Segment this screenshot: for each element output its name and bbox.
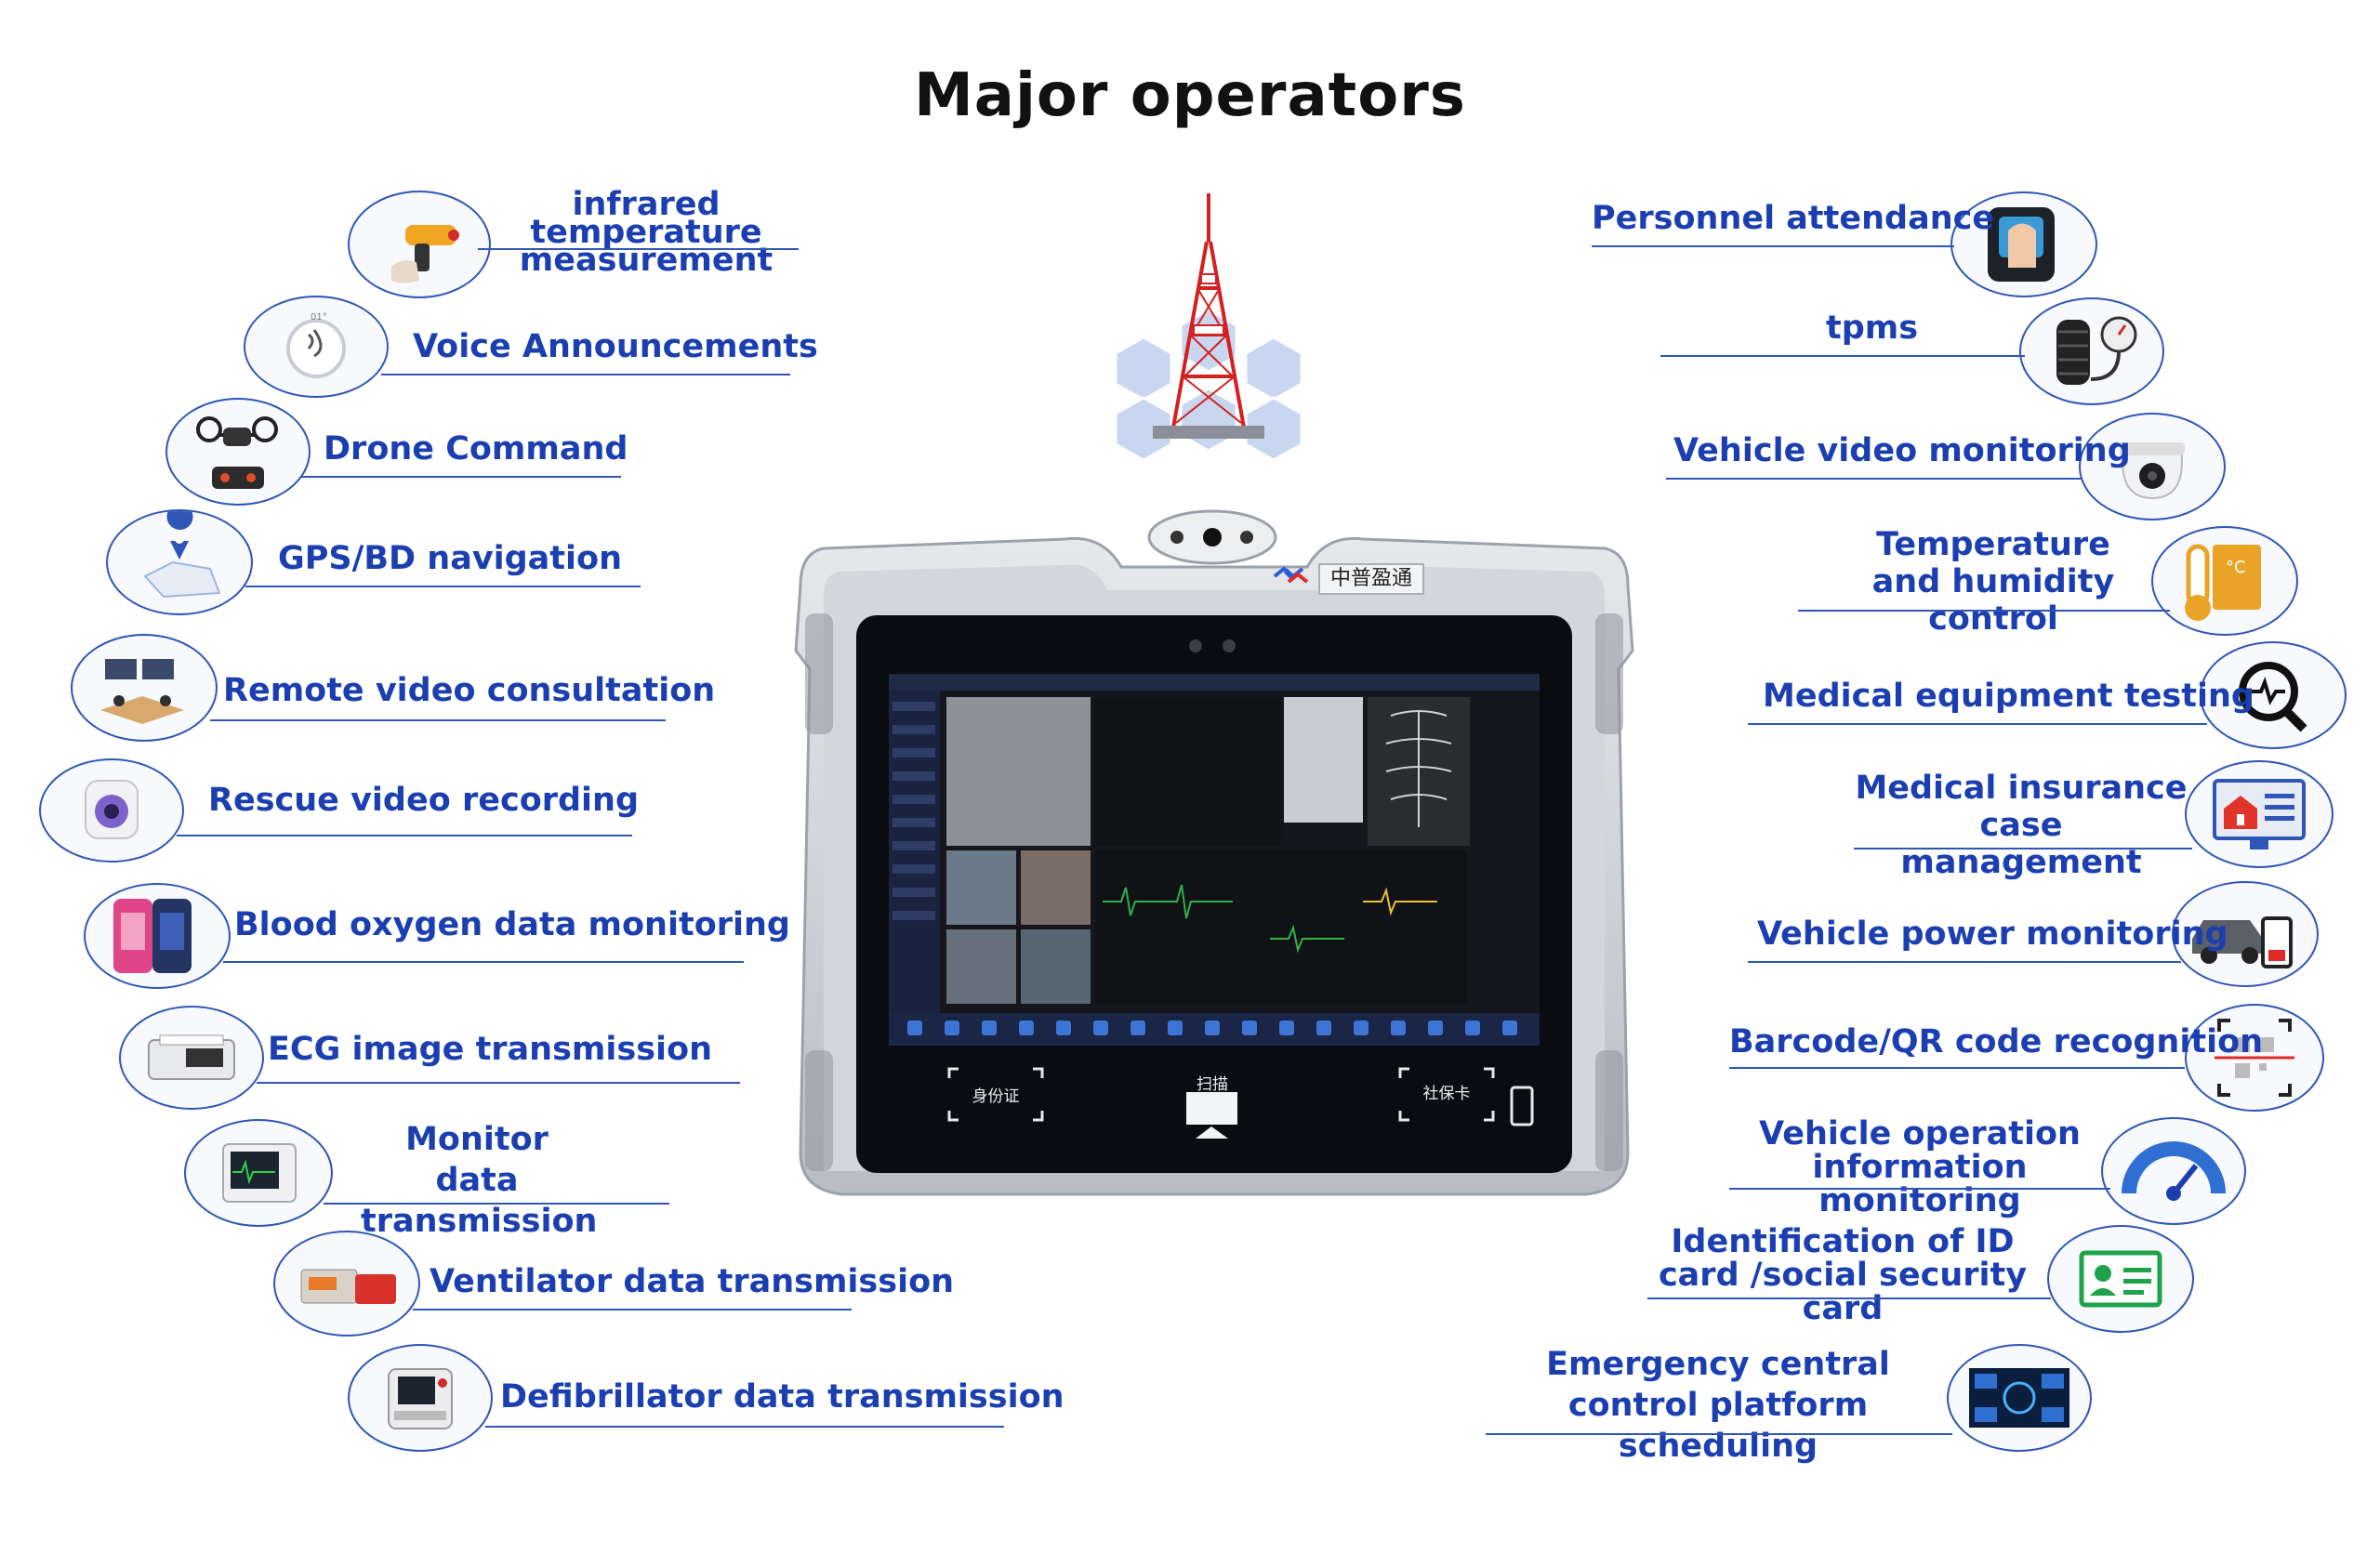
qr-scan-icon [2185, 1004, 2324, 1112]
feature-underline [1666, 478, 2081, 480]
ecg-machine-icon [119, 1006, 264, 1110]
feature-label: ECG image transmission [268, 1031, 713, 1068]
feature-underline [1798, 610, 2170, 612]
feature-label: Vehicle video monitoring [1673, 432, 2131, 469]
feature-underline [210, 719, 666, 721]
feature-label: Drone Command [324, 430, 628, 468]
fingerprint-scanner-icon [1950, 191, 2097, 297]
feature-label: infrared temperature measurement [519, 186, 774, 279]
dashboard-screen-icon [1947, 1344, 2092, 1452]
feature-underline [300, 476, 621, 478]
brand-name: 中普盈通 [1318, 563, 1424, 595]
tire-pressure-icon [2019, 297, 2164, 405]
feature-underline [1729, 1067, 2185, 1069]
feature-underline [177, 835, 632, 836]
video-conference-icon [71, 634, 218, 742]
smartphone-app-icon [84, 883, 231, 989]
feature-underline [1660, 355, 2025, 357]
defibrillator-icon [348, 1344, 493, 1452]
feature-underline [485, 1426, 1004, 1428]
car-battery-icon [2172, 881, 2319, 987]
feature-underline [1854, 848, 2192, 850]
social-card-reader-label[interactable]: 社保卡 [1422, 1085, 1471, 1103]
magnifier-pulse-icon [2200, 641, 2347, 749]
dome-camera-icon [2079, 413, 2226, 520]
map-pin-icon [106, 509, 253, 615]
feature-label: Personnel attendance [1592, 200, 1995, 237]
feature-label: Identification of ID card /social securi… [1658, 1223, 2028, 1327]
feature-label: GPS/BD navigation [278, 540, 622, 577]
feature-underline [257, 1082, 740, 1084]
feature-underline [478, 248, 799, 250]
feature-label: Defibrillator data transmission [500, 1378, 1064, 1416]
feature-underline [245, 586, 641, 587]
feature-label: Voice Announcements [413, 328, 818, 365]
feature-label: tpms [1826, 310, 1919, 347]
feature-underline [1729, 1188, 2110, 1190]
feature-label: Temperature and humidity control [1871, 526, 2115, 638]
feature-label: Barcode/QR code recognition [1729, 1023, 2264, 1060]
feature-label: Medical insurance case management [1855, 770, 2188, 881]
patient-monitor-icon [184, 1119, 333, 1227]
tower-signal-icon [1114, 193, 1303, 462]
feature-label: Blood oxygen data monitoring [234, 906, 790, 943]
drone-icon [165, 398, 311, 506]
ventilator-icon [273, 1231, 420, 1337]
feature-underline [1486, 1433, 1952, 1435]
feature-label: Rescue video recording [208, 782, 640, 819]
feature-underline [1748, 723, 2207, 725]
thermometer-icon: °C [2151, 526, 2298, 636]
feature-label: Emergency central control platform sched… [1546, 1346, 1890, 1465]
scan-label[interactable]: 扫描 [1197, 1075, 1228, 1094]
feature-underline [1748, 961, 2181, 963]
tablet-device: 中普盈通 身份证 扫描 社保卡 [787, 502, 1642, 1208]
speaker-icon: 01° [244, 296, 389, 398]
id-card-reader-label[interactable]: 身份证 [972, 1087, 1020, 1106]
feature-underline [1647, 1297, 2051, 1299]
page-title: Major operators [914, 61, 1466, 130]
svg-text:°C: °C [2226, 558, 2246, 577]
infrared-thermometer-icon [348, 191, 491, 298]
camera-cube-icon [39, 758, 184, 863]
feature-label: Ventilator data transmission [430, 1263, 955, 1300]
feature-label: Vehicle power monitoring [1757, 915, 2228, 953]
id-card-icon [2047, 1225, 2194, 1333]
feature-underline [413, 1309, 852, 1311]
feature-label: Monitor data transmission [361, 1121, 598, 1240]
feature-label: Vehicle operation information monitoring [1759, 1115, 2081, 1219]
speedometer-icon [2101, 1117, 2246, 1225]
svg-text:01°: 01° [311, 312, 327, 323]
feature-label: Medical equipment testing [1763, 678, 2254, 715]
feature-underline [381, 374, 790, 375]
feature-underline [223, 961, 744, 963]
medical-record-monitor-icon [2185, 760, 2334, 868]
feature-underline [1592, 245, 1954, 247]
feature-label: Remote video consultation [223, 672, 716, 709]
feature-underline [324, 1203, 669, 1205]
